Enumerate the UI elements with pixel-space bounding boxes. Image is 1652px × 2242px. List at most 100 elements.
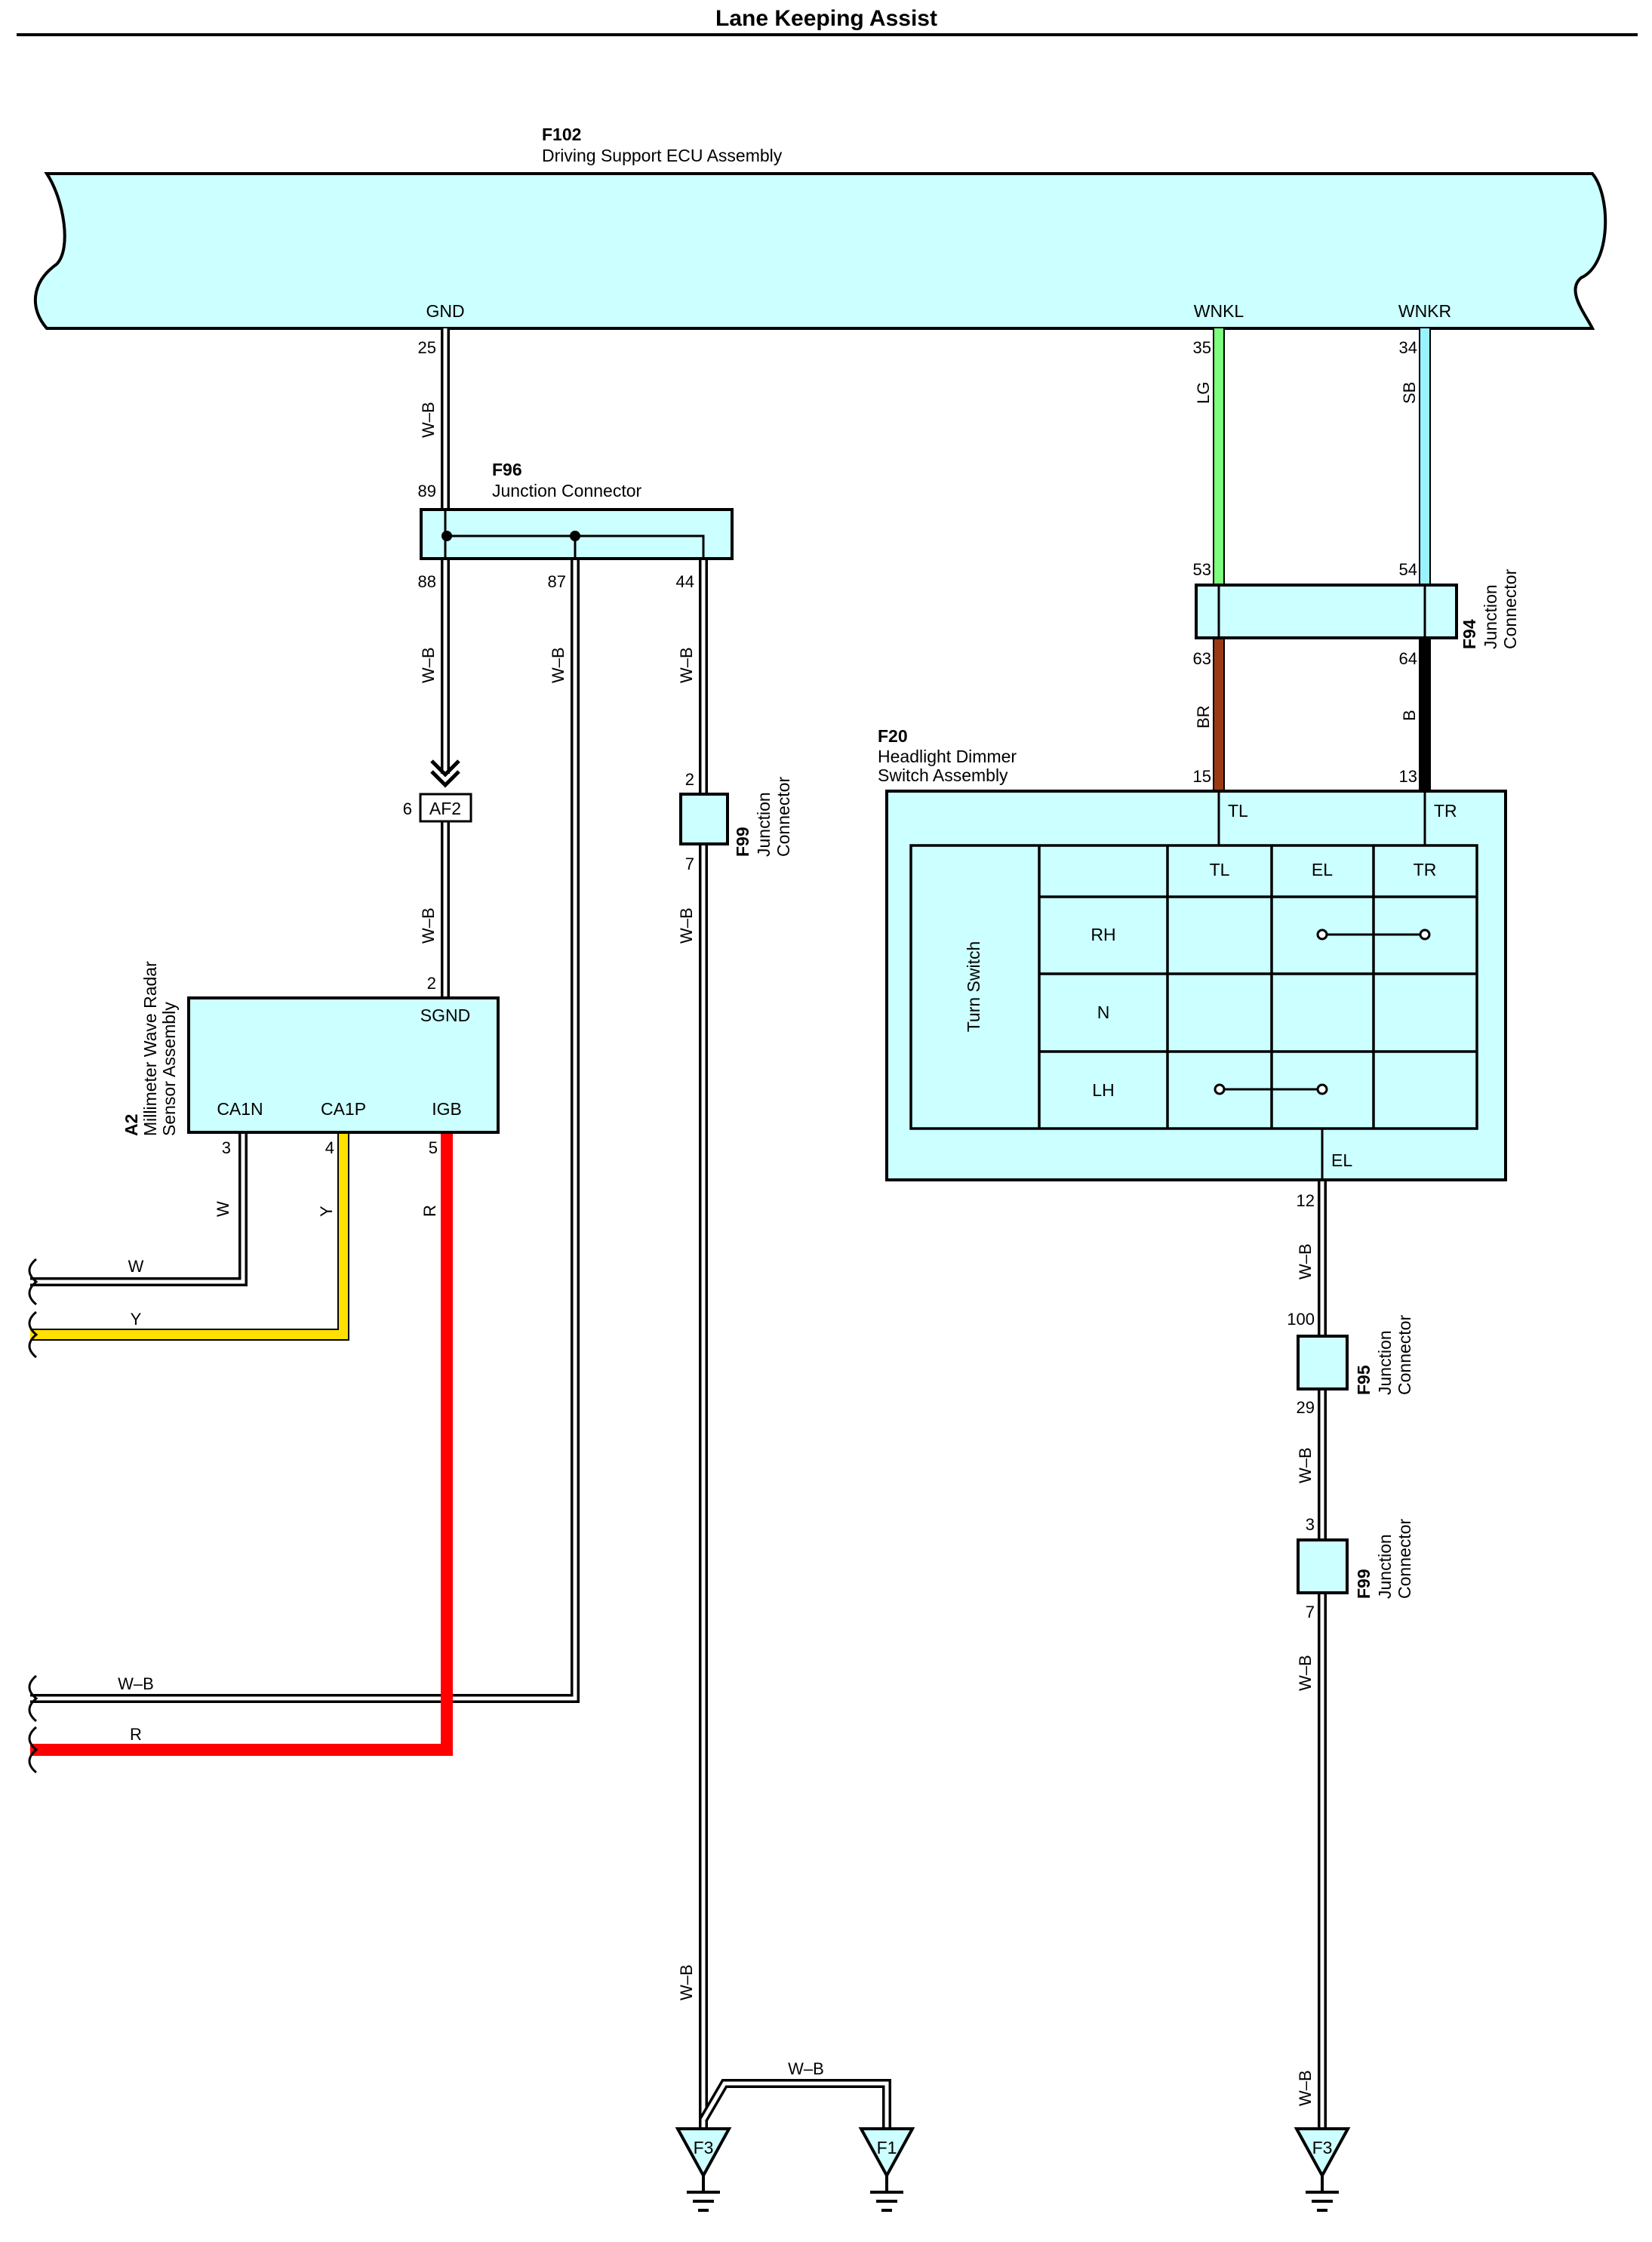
switch-col-header: TR: [1414, 860, 1437, 879]
pin-label: 3: [222, 1138, 231, 1157]
wire-label: W: [128, 1257, 144, 1276]
svg-text:F94: F94: [1460, 619, 1479, 649]
wire-label: W–B: [1296, 1243, 1315, 1280]
ground-icon: F3: [1295, 2127, 1349, 2212]
af2-box: [419, 793, 472, 823]
f20-box: [885, 790, 1507, 1181]
wire-label: W–B: [419, 647, 438, 683]
ecu-terminal-wnkl: WNKL: [1194, 301, 1244, 321]
wire-label: W–B: [1296, 2070, 1315, 2106]
f96-name: Junction Connector: [492, 481, 642, 500]
f99b-label: F99 Junction Connector: [1354, 1519, 1414, 1599]
pin-label: 34: [1399, 338, 1417, 357]
pin-label: 44: [676, 572, 694, 591]
pin-label: 100: [1287, 1310, 1315, 1329]
svg-text:F95: F95: [1354, 1365, 1374, 1395]
a2-terminal-igb: IGB: [432, 1099, 462, 1119]
af2-chevron-icon: [430, 759, 460, 788]
svg-text:Connector: Connector: [1395, 1519, 1414, 1599]
wire-w: [30, 1132, 248, 1286]
f96-id: F96: [492, 460, 522, 479]
f99a-box: [679, 793, 729, 845]
wire-r: [30, 1132, 453, 1756]
svg-text:F3: F3: [1312, 2138, 1333, 2157]
pin-label: 6: [403, 799, 412, 818]
pin-label: 3: [1306, 1515, 1315, 1534]
pin-label: 53: [1193, 560, 1211, 579]
f20-terminal-el: EL: [1331, 1150, 1352, 1170]
pin-label: 64: [1399, 649, 1417, 668]
pin-label: 89: [418, 482, 436, 500]
f20-terminal-tr: TR: [1434, 801, 1457, 821]
pin-label: 15: [1193, 767, 1211, 786]
pin-label: 35: [1193, 338, 1211, 357]
svg-text:Junction: Junction: [1375, 1330, 1395, 1395]
svg-text:F3: F3: [694, 2138, 714, 2157]
pin-label: 25: [418, 338, 436, 357]
wire-label: W–B: [1296, 1447, 1315, 1483]
ground-icon: F1: [860, 2127, 914, 2212]
wire-label: W–B: [419, 907, 438, 944]
wire-label: W–B: [677, 1964, 696, 2000]
svg-text:Junction: Junction: [1375, 1534, 1395, 1599]
wire-label: R: [420, 1205, 439, 1217]
wire-label: W–B: [419, 402, 438, 438]
pin-label: 13: [1399, 767, 1417, 786]
a2-box: [187, 996, 500, 1134]
switch-contact-rh: [1316, 929, 1431, 941]
switch-contact-lh: [1214, 1083, 1328, 1095]
f99b-box: [1297, 1538, 1349, 1594]
pin-label: 87: [548, 572, 566, 591]
wire-label: W–B: [677, 907, 696, 944]
pin-label: 7: [1306, 1603, 1315, 1621]
pin-label: 4: [325, 1138, 334, 1157]
wire-label: LG: [1194, 382, 1213, 404]
f95-box: [1297, 1335, 1349, 1390]
f95-label: F95 Junction Connector: [1354, 1315, 1414, 1395]
wire-label: Y: [317, 1206, 336, 1217]
a2-terminal-ca1p: CA1P: [321, 1099, 366, 1119]
f20-terminal-tl: TL: [1228, 801, 1248, 821]
pin-label: 29: [1297, 1398, 1315, 1417]
wire-label: W–B: [118, 1674, 154, 1693]
f96-splice-dot: [570, 531, 580, 541]
svg-text:F99: F99: [1354, 1569, 1374, 1599]
switch-col-header: TL: [1210, 860, 1230, 879]
switch-row-header: N: [1097, 1002, 1110, 1022]
f94-box: [1195, 584, 1458, 639]
svg-text:Junction: Junction: [754, 792, 774, 857]
f99a-label: F99 Junction Connector: [733, 777, 793, 857]
pin-label: 12: [1297, 1191, 1315, 1210]
a2-terminal-sgnd: SGND: [420, 1006, 470, 1025]
pin-label: 2: [427, 974, 436, 993]
switch-col-header: EL: [1312, 860, 1333, 879]
f94-label: F94 Junction Connector: [1460, 569, 1520, 649]
pin-label: 54: [1399, 560, 1417, 579]
ecu-box: [33, 172, 1607, 330]
wire-label: BR: [1194, 705, 1213, 728]
svg-text:F1: F1: [877, 2138, 897, 2157]
wire-label: Y: [131, 1310, 142, 1329]
wire-wb-87: [30, 559, 580, 1703]
svg-text:Connector: Connector: [1395, 1315, 1414, 1395]
wire-label: W–B: [549, 647, 568, 683]
switch-table: [909, 844, 1478, 1130]
svg-text:Sensor Assembly: Sensor Assembly: [159, 1002, 179, 1136]
svg-text:Junction: Junction: [1481, 584, 1500, 649]
ground-icon: F3: [676, 2127, 731, 2212]
pin-label: 2: [685, 770, 694, 789]
pin-label: 7: [685, 855, 694, 873]
pin-label: 5: [429, 1138, 438, 1157]
af2-id: AF2: [429, 799, 461, 818]
f96-splice-dot: [441, 531, 452, 541]
wire-label: W–B: [1296, 1655, 1315, 1691]
svg-text:Millimeter Wave Radar: Millimeter Wave Radar: [140, 961, 160, 1136]
wire-label: W: [214, 1201, 232, 1217]
f20-name1: Headlight Dimmer: [878, 747, 1017, 766]
wire-label: SB: [1400, 382, 1419, 404]
wire-wb-jumper: [699, 2079, 891, 2129]
a2-terminal-ca1n: CA1N: [217, 1099, 263, 1119]
svg-text:A2: A2: [122, 1114, 141, 1136]
switch-row-header: RH: [1091, 925, 1115, 944]
